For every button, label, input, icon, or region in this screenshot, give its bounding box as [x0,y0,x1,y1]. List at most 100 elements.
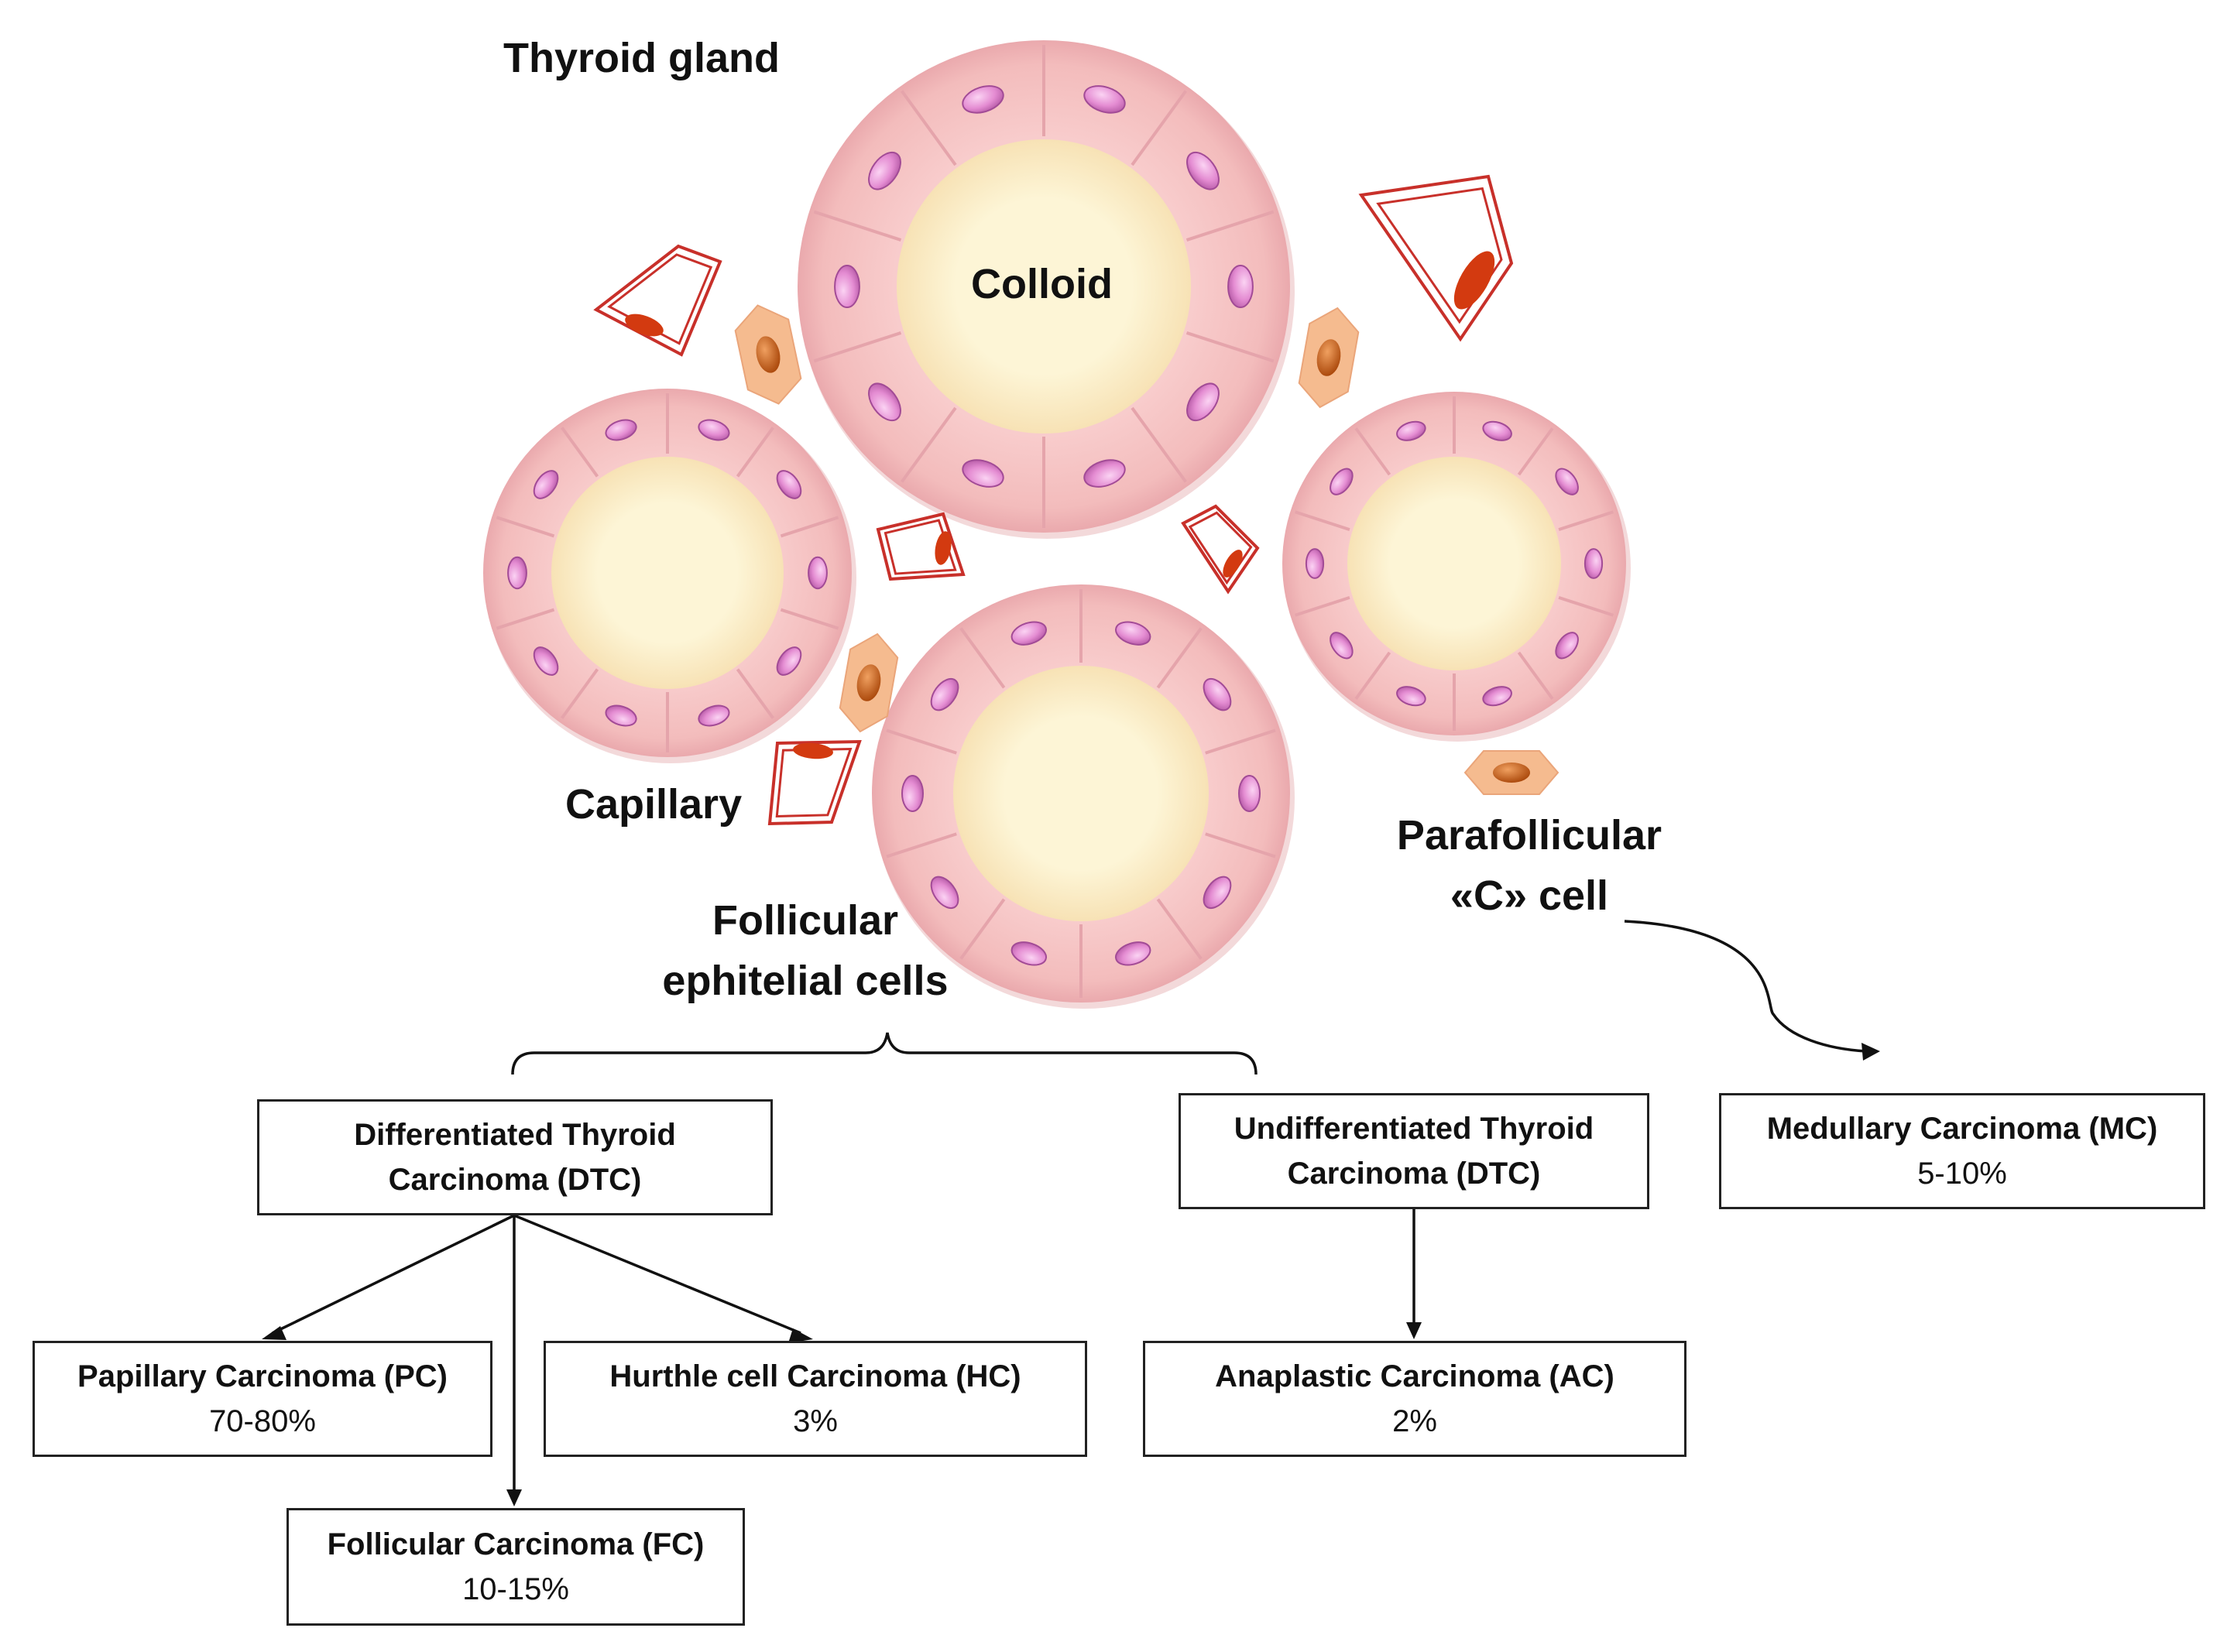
follicle-bottom-divider [1156,898,1203,960]
epithelial-nucleus [1396,686,1426,707]
colloid-label: Colloid [971,261,1113,307]
follicle-right-divider [1558,595,1614,617]
capillary-nucleus [793,742,833,759]
ac-percent: 2% [1392,1404,1437,1438]
epithelial-nucleus [776,470,802,499]
epithelial-nucleus [962,459,1004,488]
parafollicular-label-line2: «C» cell [1450,872,1609,920]
arrow-dtc-pc-head [262,1326,287,1340]
follicle-left [483,389,856,763]
epithelial-nucleus [962,85,1004,114]
ac-title: Anaplastic Carcinoma (AC) [1215,1359,1614,1393]
follicle-bottom-divider [1205,832,1276,859]
follicle-left-colloid [551,457,784,689]
epithelial-nucleus [808,556,828,590]
c-cell-3 [839,632,899,733]
epithelial-nucleus [776,646,802,676]
epithelial-nucleus [1482,420,1512,441]
follicle-bottom-divider [886,832,957,859]
follicle-top-divider [1131,90,1188,166]
mc-box: Medullary Carcinoma (MC) 5-10% [1719,1093,2205,1209]
epithelial-nucleus [901,775,924,812]
fc-box: Follicular Carcinoma (FC) 10-15% [287,1508,745,1626]
epithelial-nucleus [1555,468,1579,495]
udtc-title-line1: Undifferentiated Thyroid [1234,1112,1594,1146]
c-cell-1 [734,304,802,405]
epithelial-nucleus [1227,264,1254,309]
pc-title: Papillary Carcinoma (PC) [77,1359,448,1393]
capillaries-layer [593,174,1514,826]
follicle-bottom-divider [959,627,1006,689]
follicle-top-divider [1185,331,1275,363]
epithelial-nucleus [1083,85,1126,114]
parafollicular-label: Parafollicular «C» cell [1386,805,1673,927]
follicle-right-divider [1294,595,1350,617]
follicle-top-divider [900,406,957,483]
follicle-right-divider [1294,510,1350,532]
follicle-top-divider [813,331,902,363]
epithelial-nucleus [1330,632,1354,660]
arrow-dtc-hc-head [788,1328,813,1343]
epithelial-nucleus [1203,876,1232,910]
epithelial-nucleus [533,646,559,676]
epithelial-nucleus [1330,468,1354,495]
follicle-right-colloid [1347,457,1561,670]
udtc-title-line2: Carcinoma (DTC) [1287,1157,1541,1191]
capillary-label: Capillary [565,781,743,828]
dtc-title-line2: Carcinoma (DTC) [388,1163,642,1197]
udtc-box: Undifferentiated Thyroid Carcinoma (DTC) [1179,1093,1649,1209]
parafollicular-arrowhead [1861,1043,1880,1061]
epithelial-nucleus [1555,632,1579,660]
dtc-box: Differentiated Thyroid Carcinoma (DTC) [257,1099,773,1215]
epithelial-nucleus [1396,420,1426,441]
follicle-left-divider [736,427,774,478]
follicular-label-line1: Follicular [712,897,899,944]
follicle-left-divider [561,427,599,478]
follicular-brace [511,1032,1258,1075]
parafollicular-arrow [1624,920,1867,1053]
epithelial-nucleus [698,419,730,441]
follicle-left-divider [496,516,555,538]
follicles-layer [483,40,1631,1009]
epithelial-nucleus [868,151,901,190]
follicle-bottom-colloid [953,666,1209,921]
follicle-bottom-divider [886,728,957,755]
follicle-top-divider [1185,210,1275,242]
c-cell-nucleus [756,336,781,373]
hc-title: Hurthle cell Carcinoma (HC) [609,1359,1021,1393]
capillary-5 [767,739,862,826]
capillary-2 [1358,174,1514,342]
mc-title: Medullary Carcinoma (MC) [1766,1112,2158,1146]
c-cell-4 [1463,750,1559,795]
dtc-title-line1: Differentiated Thyroid [354,1118,676,1152]
parafollicular-label-line1: Parafollicular [1396,812,1662,859]
capillary-nucleus [1223,550,1243,578]
epithelial-nucleus [533,470,559,499]
capillary-nucleus [935,531,952,565]
follicle-bottom-divider [1156,627,1203,689]
thyroid-gland-label: Thyroid gland [503,35,780,81]
follicle-bottom-divider [1205,728,1276,755]
follicle-top-colloid [897,139,1191,434]
follicle-left-divider [780,608,839,630]
epithelial-nucleus [1203,677,1232,711]
epithelial-nucleus [698,704,730,727]
follicle-right-divider [1517,427,1554,476]
hc-percent: 3% [793,1404,838,1438]
follicle-right-divider [1558,510,1614,532]
c-cell-nucleus [1316,339,1341,376]
fc-title: Follicular Carcinoma (FC) [327,1527,705,1561]
arrow-udtc-ac-head [1406,1322,1422,1339]
epithelial-nucleus [1305,548,1325,579]
epithelial-nucleus [1482,686,1512,707]
arrow-dtc-hc [513,1214,801,1335]
capillary-inner-wall [775,747,853,818]
follicle-right-divider [1354,427,1391,476]
epithelial-nucleus [1083,459,1126,488]
epithelial-nucleus [1584,548,1604,579]
epithelial-nucleus [1114,621,1151,646]
c-cell-nucleus [1493,763,1530,783]
follicle-bottom [872,584,1295,1009]
follicle-right [1282,392,1631,742]
